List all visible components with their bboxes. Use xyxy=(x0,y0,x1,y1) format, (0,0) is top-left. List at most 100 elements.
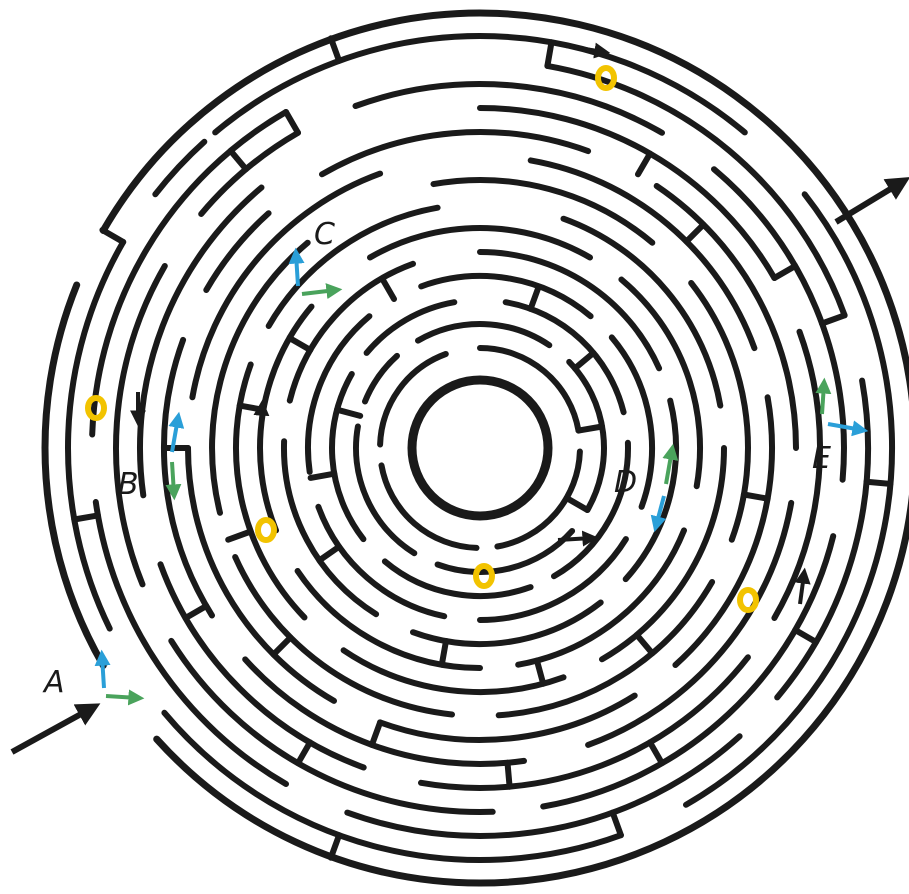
direction-arrow-icon xyxy=(557,530,599,547)
green-arrow-icon xyxy=(105,689,145,706)
maze-radial-wall xyxy=(327,35,343,64)
maze-ring-wall xyxy=(415,321,553,349)
maze-ring-wall xyxy=(585,499,795,748)
maze-ring-wall xyxy=(329,371,367,543)
maze-radial-wall xyxy=(575,423,606,434)
maze-ring-wall xyxy=(363,299,458,356)
green-arrow-icon xyxy=(301,283,343,300)
maze-ring-wall xyxy=(430,177,656,246)
maze-radial-wall xyxy=(379,275,397,302)
blue-arrow-icon xyxy=(168,411,185,453)
maze-radial-wall xyxy=(740,491,771,502)
maze-radial-wall xyxy=(286,335,314,353)
maze-ring-wall xyxy=(599,445,727,663)
maze-radial-wall xyxy=(438,638,449,668)
coin-ring-icon[interactable] xyxy=(473,563,495,589)
maze-radial-wall xyxy=(647,739,665,767)
green-arrow-icon xyxy=(165,461,182,501)
direction-arrow-icon xyxy=(253,399,270,439)
maze-ring-wall xyxy=(653,183,799,451)
maze-ring-wall xyxy=(257,303,315,534)
direction-arrow-icon xyxy=(565,42,611,59)
maze-radial-wall xyxy=(327,832,343,861)
maze-rings xyxy=(41,9,909,887)
maze-ring-wall xyxy=(434,528,576,575)
maze-ring-wall xyxy=(608,334,655,510)
maze-ring-wall xyxy=(353,423,418,557)
maze-ring-wall xyxy=(377,351,449,448)
maze-ring-wall xyxy=(683,191,896,808)
maze-ring-wall xyxy=(99,9,909,887)
junction-label-a: A xyxy=(42,665,65,700)
blue-arrow-icon xyxy=(650,495,667,533)
maze-ring-wall xyxy=(378,462,480,551)
maze-ring-wall xyxy=(212,33,748,136)
maze-ring-wall xyxy=(672,394,775,668)
maze-radial-wall xyxy=(527,283,542,312)
maze-ring-wall xyxy=(281,438,380,618)
maze-radial-wall xyxy=(307,470,338,481)
maze-ring-wall xyxy=(294,568,483,671)
maze-ring-wall xyxy=(305,313,373,475)
maze-radial-wall xyxy=(572,349,597,372)
green-arrow-icon xyxy=(815,377,832,415)
junction-label-d: D xyxy=(614,465,637,500)
blue-arrow-icon xyxy=(288,247,305,287)
maze-ring-wall xyxy=(527,157,758,352)
maze-ring-wall xyxy=(157,561,367,771)
maze-ring-wall xyxy=(477,249,663,372)
maze-radial-wall xyxy=(533,657,547,687)
maze-radial-wall xyxy=(99,227,127,245)
maze-ring-wall xyxy=(189,170,384,401)
maze-ring-wall xyxy=(168,637,496,816)
maze-ring-wall xyxy=(352,81,665,136)
maze-radial-wall xyxy=(819,312,848,327)
blue-arrow-icon xyxy=(827,420,869,437)
maze-ring-wall xyxy=(137,184,265,499)
coin-ring-icon[interactable] xyxy=(737,587,759,613)
maze-ring-wall xyxy=(477,345,582,434)
maze-radial-wall xyxy=(316,543,343,564)
maze-ring-wall xyxy=(771,328,823,621)
maze-ring-wall xyxy=(161,709,624,863)
maze-ring-wall xyxy=(566,358,607,513)
maze-ring-wall xyxy=(477,536,629,623)
blue-arrow-icon xyxy=(94,649,111,689)
hint-arrows-a xyxy=(94,649,145,706)
maze-ring-wall xyxy=(418,654,751,791)
hint-arrows-c xyxy=(288,247,343,300)
green-arrow-icon xyxy=(662,443,679,485)
maze-ring-wall xyxy=(233,361,308,621)
maze-ring-wall xyxy=(344,733,743,839)
maze-ring-wall xyxy=(622,397,679,583)
maze-ring-wall xyxy=(560,215,724,409)
coin-ring-icon[interactable] xyxy=(255,517,277,543)
maze-radial-wall xyxy=(504,759,513,790)
maze-ring-wall xyxy=(494,448,583,550)
coin-ring-icon[interactable] xyxy=(85,395,107,421)
maze-radial-wall xyxy=(71,512,101,523)
maze-ring-wall xyxy=(286,260,416,404)
maze-ring-wall xyxy=(515,527,687,668)
maze-ring-wall xyxy=(152,138,208,198)
maze-radial-wall xyxy=(863,478,894,487)
maze-ring-wall xyxy=(92,499,289,787)
maze-ring-wall xyxy=(113,263,168,588)
maze-ring-wall xyxy=(232,554,455,718)
maze-ring-wall xyxy=(319,129,592,178)
maze-ring-wall xyxy=(551,439,631,580)
maze-radial-wall xyxy=(182,603,210,621)
maze-ring-wall xyxy=(367,225,593,261)
maze-ring-wall xyxy=(65,239,127,632)
maze-radial-wall xyxy=(563,495,591,513)
maze-radial-wall xyxy=(270,634,294,658)
coin-ring-icon[interactable] xyxy=(595,65,617,91)
maze-radial-wall xyxy=(295,739,313,767)
maze-ring-wall xyxy=(315,503,448,620)
maze-ring-wall xyxy=(540,533,837,810)
junction-label-b: B xyxy=(118,467,139,502)
maze-ring-wall xyxy=(618,276,704,490)
maze-ring-wall xyxy=(377,692,638,743)
